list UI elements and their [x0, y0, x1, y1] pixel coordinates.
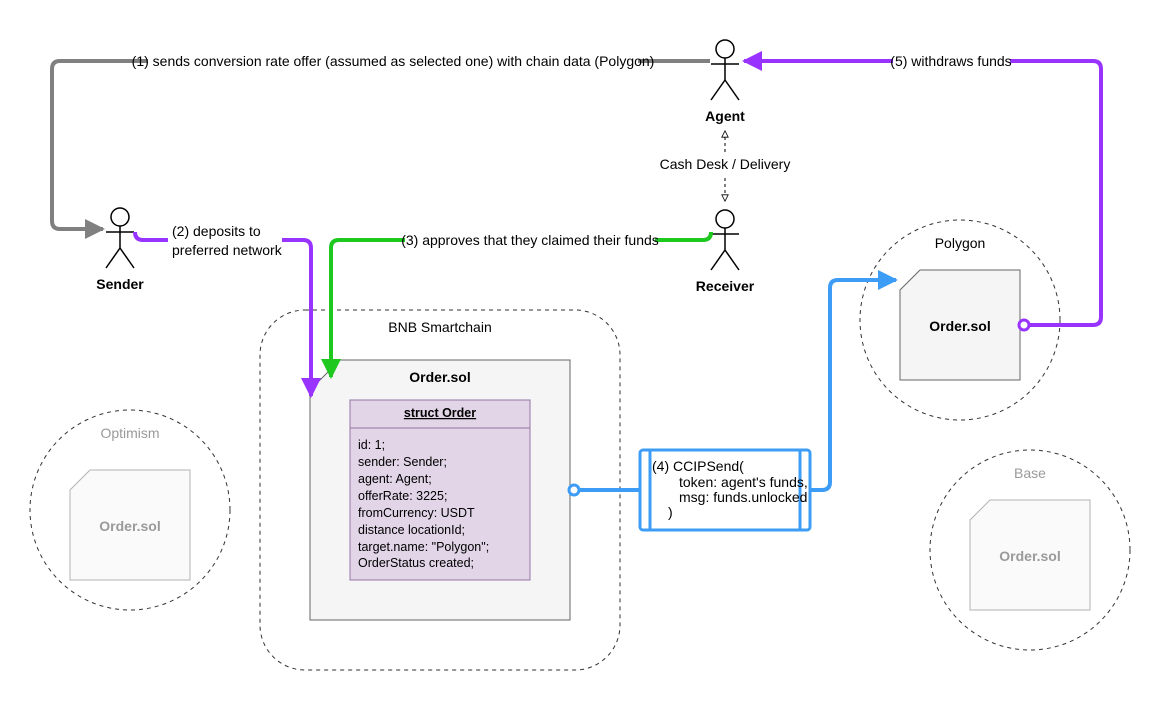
agent-receiver-link-label: Cash Desk / Delivery [660, 156, 791, 172]
step1-label: (1) sends conversion rate offer (assumed… [132, 53, 655, 69]
base-network-label: Base [1014, 465, 1046, 481]
ccipsend-line: ) [668, 504, 673, 520]
struct-field: sender: Sender; [358, 455, 447, 469]
step2-label-line1: (2) deposits to [172, 223, 261, 239]
step3-label-bg [405, 231, 655, 249]
sender-actor-figure [105, 207, 135, 269]
struct-field: OrderStatus created; [358, 556, 474, 570]
step2-arrow [133, 231, 168, 242]
struct-field: target.name: "Polygon"; [358, 540, 489, 554]
base-contract-shape [969, 499, 1091, 611]
optimism-network-container [29, 409, 231, 611]
step2-label-line2: preferred network [172, 242, 283, 258]
ccipsend-process-box [638, 448, 812, 532]
step5-arrow [742, 51, 1103, 327]
polygon-network-label: Polygon [935, 235, 986, 251]
step5-arrow-start [1017, 318, 1031, 332]
step4-arrow-start [567, 483, 581, 497]
step5-label-bg [893, 52, 1010, 70]
struct-field: fromCurrency: USDT [358, 506, 475, 520]
receiver-actor-label: Receiver [696, 278, 755, 294]
agent-actor-label: Agent [705, 108, 745, 124]
ccipsend-line: token: agent's funds, [679, 474, 808, 490]
optimism-network-label: Optimism [100, 425, 159, 441]
bnb-network-label: BNB Smartchain [388, 319, 491, 335]
base-contract-title: Order.sol [999, 548, 1060, 564]
step5-label: (5) withdraws funds [890, 53, 1011, 69]
struct-field: distance locationId; [358, 523, 465, 537]
agent-actor-figure [710, 39, 740, 101]
step3-arrow [321, 231, 713, 379]
struct-order-box [349, 399, 531, 581]
polygon-contract-title: Order.sol [929, 318, 990, 334]
ccipsend-line: msg: funds.unlocked [679, 489, 807, 505]
step1-label-bg [148, 52, 638, 70]
base-network-container [929, 449, 1131, 651]
step1-arrow [50, 59, 710, 239]
struct-field: id: 1; [358, 438, 385, 452]
step3-label: (3) approves that they claimed their fun… [401, 232, 659, 248]
polygon-network-container [859, 219, 1061, 421]
struct-order-title: struct Order [404, 406, 476, 420]
sender-actor-label: Sender [96, 276, 144, 292]
struct-field: offerRate: 3225; [358, 489, 447, 503]
struct-field: agent: Agent; [358, 472, 432, 486]
optimism-contract-shape [69, 469, 191, 581]
polygon-contract-shape [899, 269, 1021, 381]
step2-arrow-tail [282, 238, 321, 398]
optimism-contract-title: Order.sol [99, 518, 160, 534]
ccipsend-line: (4) CCIPSend( [652, 458, 744, 474]
bnb-contract-title: Order.sol [409, 369, 470, 385]
receiver-actor-figure [710, 209, 740, 271]
step4-arrow-out [810, 270, 898, 492]
